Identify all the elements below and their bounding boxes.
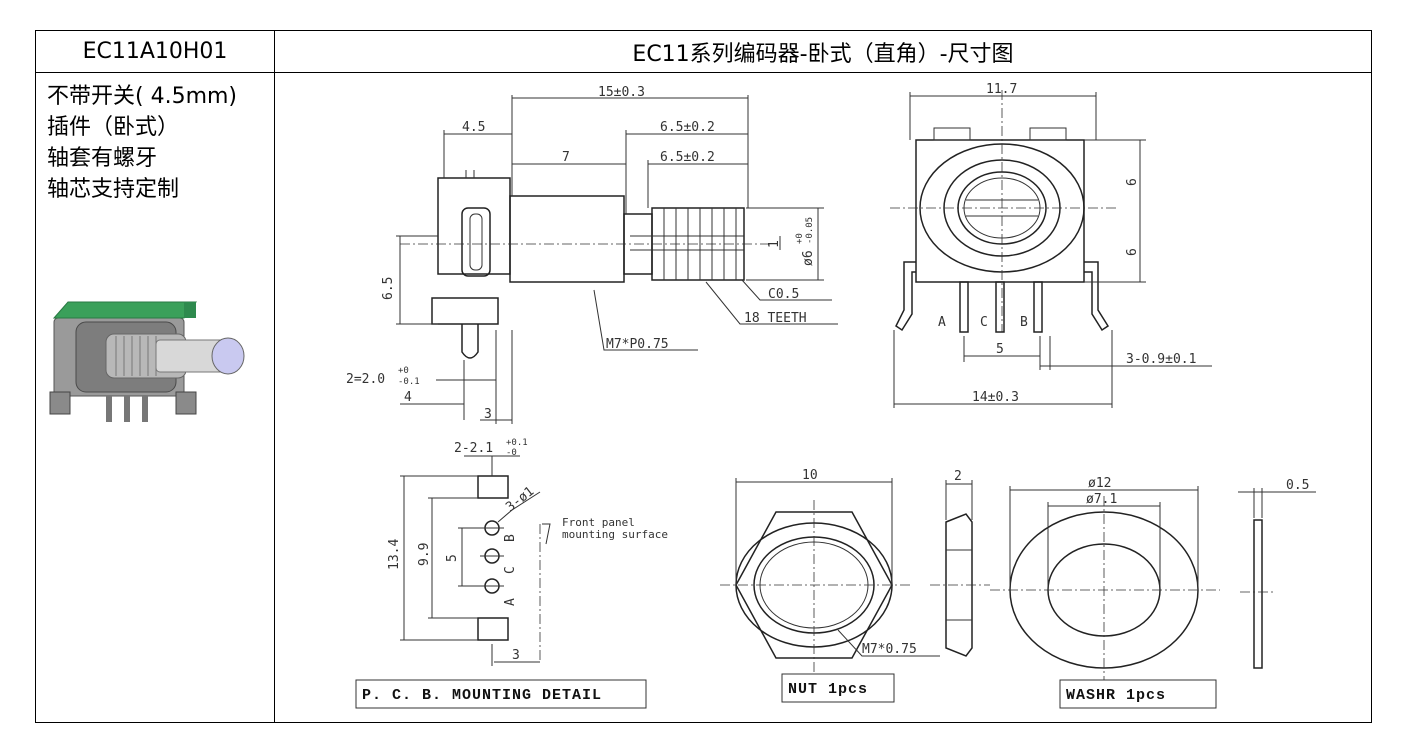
column-divider xyxy=(274,31,275,722)
note-thread: 轴套有螺牙 xyxy=(47,146,158,171)
note-switch: 不带开关( 4.5mm) xyxy=(47,84,238,109)
drawing-title: EC11系列编码器-卧式（直角）-尺寸图 xyxy=(632,41,1014,67)
encoder-product-image xyxy=(49,301,245,422)
feature-notes: 不带开关( 4.5mm) 插件（卧式） 轴套有螺牙 轴芯支持定制 xyxy=(47,81,237,205)
header-divider xyxy=(36,72,1371,73)
note-shaft: 轴芯支持定制 xyxy=(47,177,180,202)
spec-table: EC11A10H01 EC11系列编码器-卧式（直角）-尺寸图 不带开关( 4.… xyxy=(35,30,1372,723)
note-mount: 插件（卧式） xyxy=(47,115,180,140)
model-number: EC11A10H01 xyxy=(82,39,228,64)
